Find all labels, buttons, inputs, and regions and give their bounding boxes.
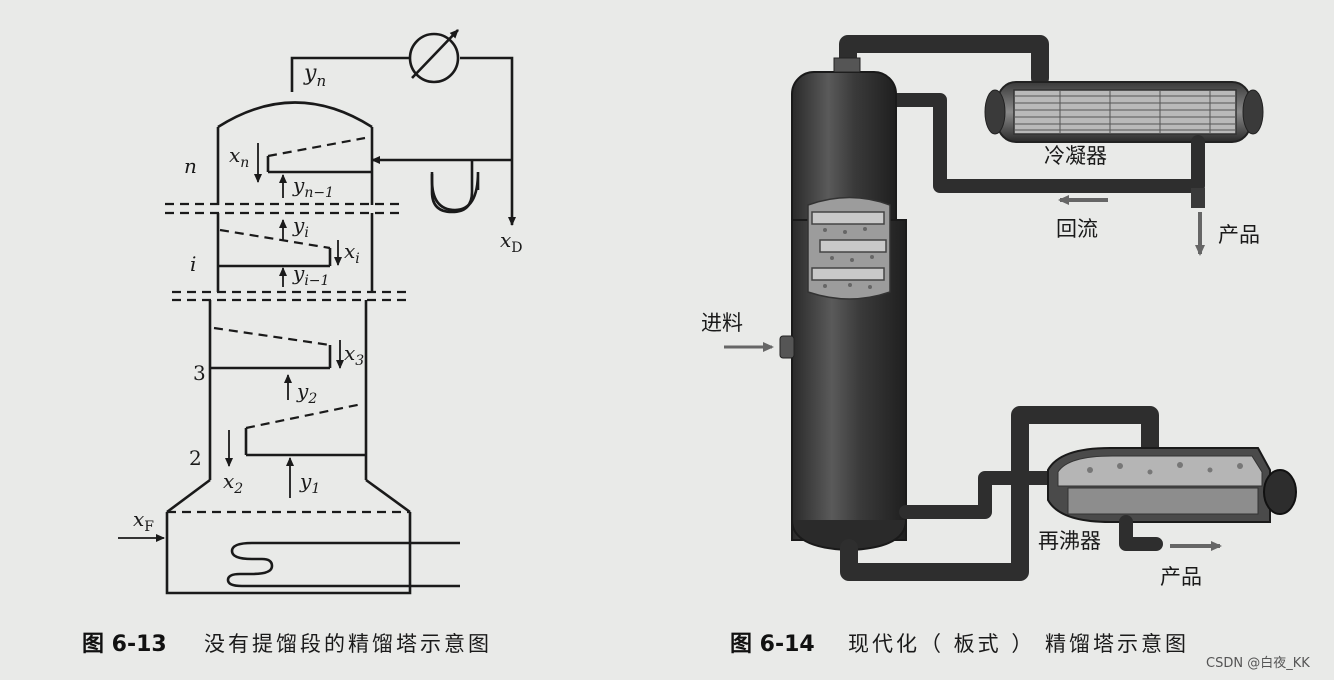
feed-nozzle — [780, 336, 794, 358]
watermark: CSDN @白夜_KK — [1206, 655, 1310, 671]
label-x2: x2 — [223, 469, 243, 497]
label-xi: xi — [344, 239, 360, 267]
column-top-nozzle — [834, 58, 860, 72]
bottom-product-pipe — [1126, 522, 1156, 544]
heating-coil — [228, 543, 460, 586]
reflux-line — [380, 160, 512, 210]
condenser-head-left — [985, 90, 1005, 134]
caption-6-13-text: 没有提馏段的精馏塔示意图 — [204, 632, 492, 656]
column-flare-left — [167, 480, 210, 512]
condenser-icon — [410, 34, 458, 82]
still-body — [167, 512, 410, 593]
reboiler-head — [1264, 470, 1296, 514]
label-feed: 进料 — [701, 311, 743, 335]
label-tray-n: n — [184, 154, 197, 178]
distillate-line — [460, 58, 512, 225]
tray-2-liquid — [246, 404, 362, 428]
label-yi: yi — [292, 213, 309, 241]
condenser-head-right — [1243, 90, 1263, 134]
label-tray-i: i — [190, 252, 196, 276]
label-product-top: 产品 — [1218, 223, 1260, 247]
column-trays — [812, 212, 886, 280]
tray-i-liquid — [220, 230, 330, 248]
label-reflux: 回流 — [1056, 217, 1098, 241]
caption-6-14-text: 现代化（ 板式 ） 精馏塔示意图 — [848, 632, 1189, 656]
label-x3: x3 — [344, 341, 364, 369]
label-y2: y2 — [296, 379, 317, 407]
label-condenser: 冷凝器 — [1044, 144, 1107, 168]
tray-3-liquid — [214, 328, 330, 345]
label-xf: xF — [133, 507, 154, 535]
label-product-bottom: 产品 — [1160, 565, 1202, 589]
label-xd: xD — [500, 228, 523, 256]
reboiler-tube-bundle — [1068, 488, 1258, 514]
label-y1: y1 — [299, 469, 320, 497]
label-xn: xn — [229, 143, 249, 171]
tray-n-liquid — [268, 138, 365, 156]
figure-6-14: 冷凝器 回流 产品 进料 再沸器 产品 图 6-14 现代化（ 板式 ） 精馏塔… — [701, 44, 1296, 657]
label-yn1: yn−1 — [292, 173, 334, 201]
label-tray-2: 2 — [189, 446, 202, 470]
figure-6-13: yn xn n yn−1 yi xi i yi−1 x3 3 y2 2 x2 y… — [82, 30, 523, 657]
condenser-adjust-arrow — [412, 30, 458, 78]
label-yn-top: yn — [303, 61, 326, 90]
caption-6-13-number: 图 6-13 — [82, 632, 167, 657]
label-reboiler: 再沸器 — [1038, 529, 1101, 553]
label-tray-3: 3 — [193, 361, 206, 385]
condenser-tube-bundle — [1014, 90, 1236, 134]
column-flare-right — [366, 480, 410, 512]
caption-6-14-number: 图 6-14 — [730, 632, 815, 657]
column-top-dome — [218, 103, 372, 128]
